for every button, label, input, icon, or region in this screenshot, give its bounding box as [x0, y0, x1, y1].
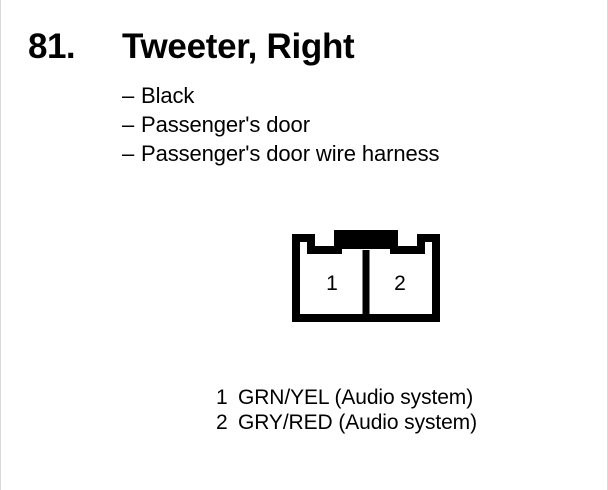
- cavity-number-1: 1: [326, 272, 338, 295]
- list-item: – Passenger's door: [122, 110, 552, 139]
- dash-bullet-icon: –: [122, 112, 135, 137]
- connector-diagram: 1 2: [291, 228, 443, 324]
- list-item-label: Black: [141, 83, 195, 108]
- legend-pin-number: 1: [216, 386, 228, 409]
- connector-shell-path: [292, 230, 440, 322]
- legend-pin-number: 2: [216, 411, 228, 434]
- connector-outline-icon: 1 2: [292, 230, 440, 322]
- dash-bullet-icon: –: [122, 141, 135, 166]
- pin-legend: 1 GRN/YEL (Audio system) 2 GRY/RED (Audi…: [216, 385, 546, 435]
- list-item-label: Passenger's door wire harness: [141, 141, 440, 166]
- page-title: Tweeter, Right: [122, 27, 355, 66]
- legend-pin-description: GRN/YEL (Audio system): [238, 386, 474, 409]
- cavity-number-2: 2: [394, 272, 406, 295]
- entry-number: 81.: [28, 27, 76, 66]
- list-item-label: Passenger's door: [141, 112, 310, 137]
- legend-row: 1 GRN/YEL (Audio system): [216, 385, 546, 410]
- attribute-list: – Black – Passenger's door – Passenger's…: [122, 81, 552, 168]
- dash-bullet-icon: –: [122, 83, 135, 108]
- legend-pin-description: GRY/RED (Audio system): [238, 411, 477, 434]
- list-item: – Passenger's door wire harness: [122, 139, 552, 168]
- list-item: – Black: [122, 81, 552, 110]
- legend-row: 2 GRY/RED (Audio system): [216, 410, 546, 435]
